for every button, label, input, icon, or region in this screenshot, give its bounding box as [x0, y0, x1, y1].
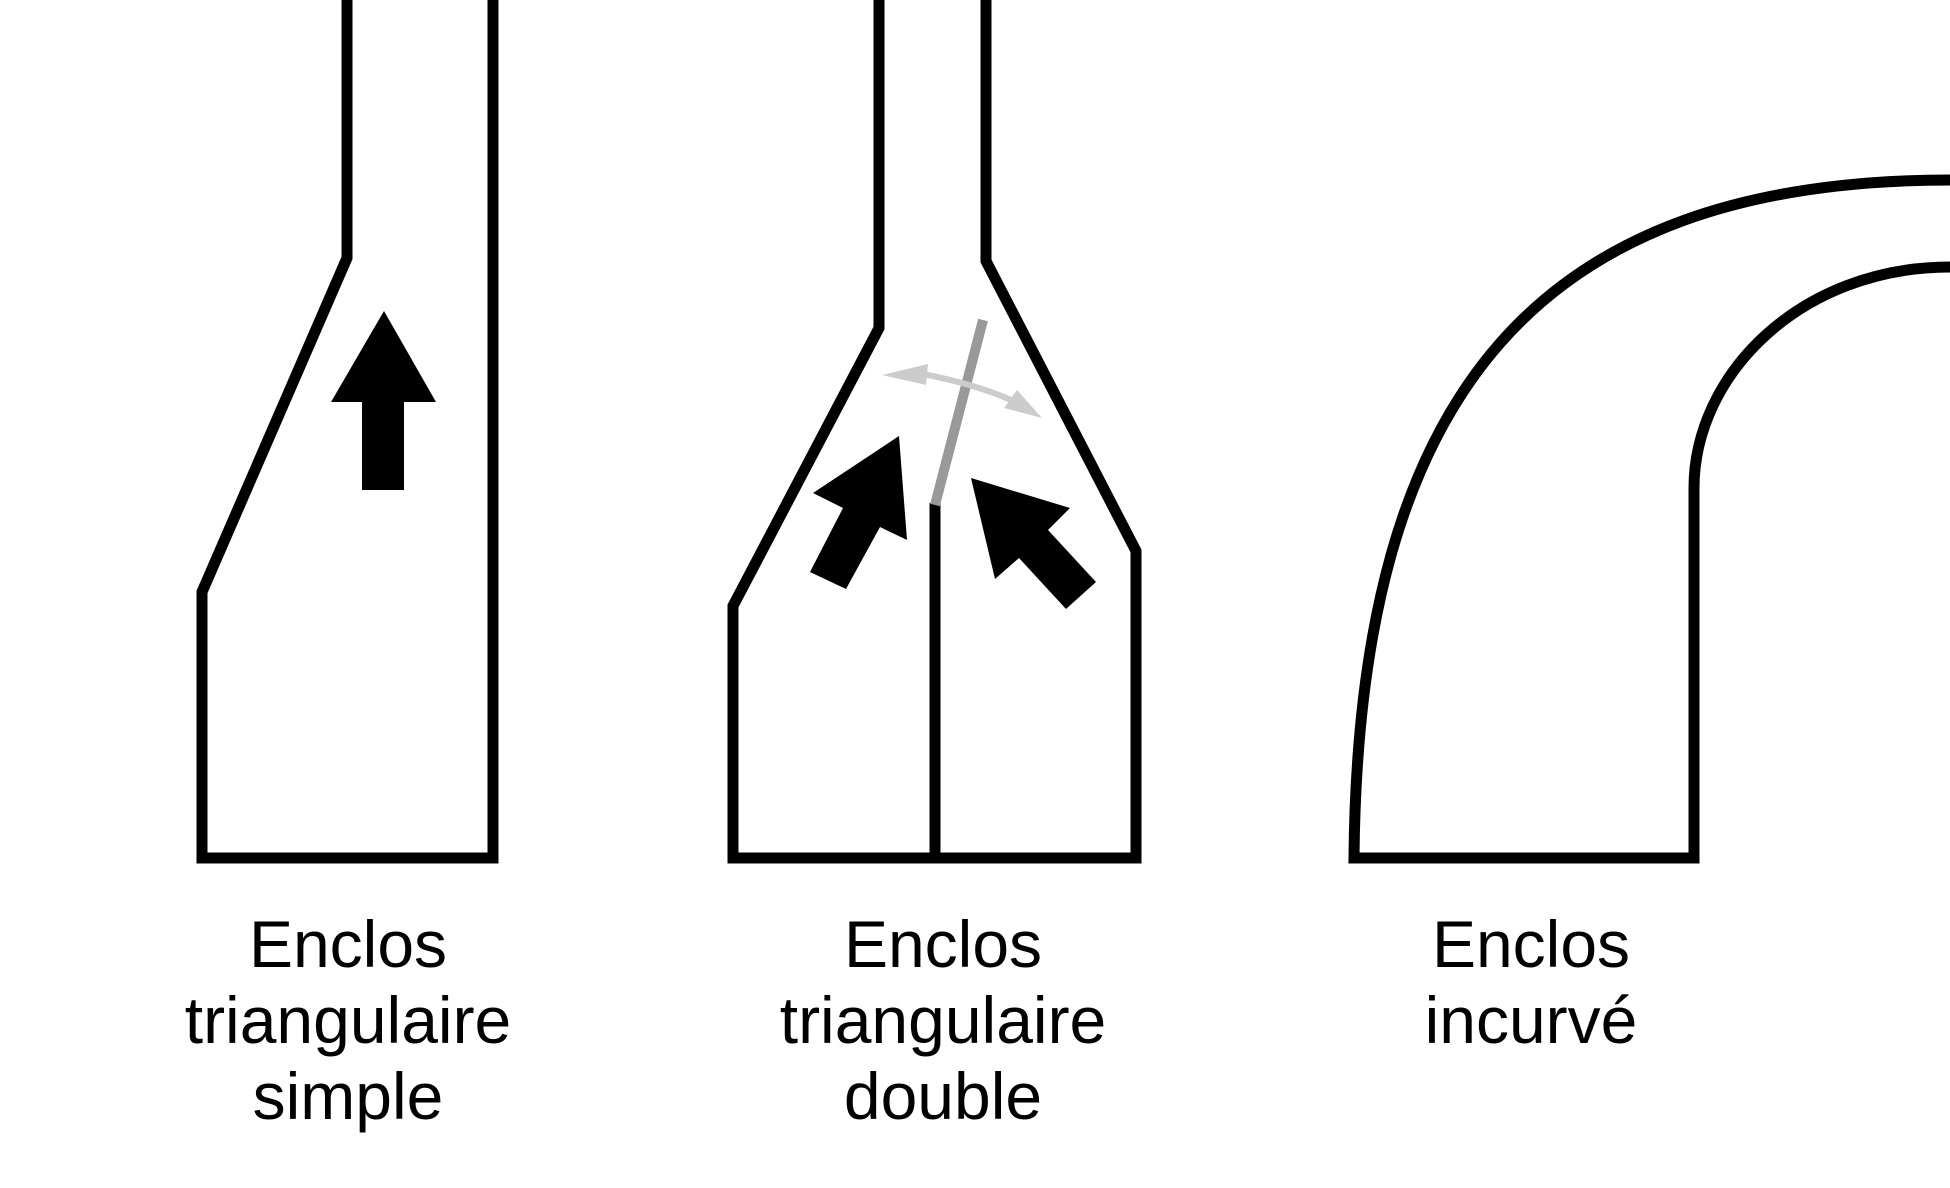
- left-arrow-icon: [810, 436, 907, 589]
- double-pen: [727, 0, 1142, 864]
- up-arrow-icon: [331, 311, 436, 490]
- caption-double: Enclos triangulaire double: [733, 906, 1153, 1134]
- curved-pen-outline: [1348, 174, 1950, 864]
- caption-line: Enclos: [1431, 907, 1631, 981]
- right-arrow-icon: [971, 478, 1096, 609]
- swing-gate: [930, 318, 988, 507]
- caption-line: Enclos: [248, 907, 448, 981]
- caption-curved: Enclos incurvé: [1321, 906, 1741, 1058]
- caption-line: incurvé: [1424, 983, 1638, 1057]
- single-pen-outline: [196, 0, 499, 864]
- caption-line: simple: [252, 1059, 444, 1133]
- caption-single: Enclos triangulaire simple: [138, 906, 558, 1134]
- caption-line: Enclos: [843, 907, 1043, 981]
- caption-line: triangulaire: [779, 983, 1107, 1057]
- curved-pen: [1348, 174, 1950, 864]
- caption-line: double: [843, 1059, 1043, 1133]
- caption-line: triangulaire: [184, 983, 512, 1057]
- double-headed-curved-arrow-icon: [882, 364, 1042, 418]
- single-pen: [196, 0, 499, 864]
